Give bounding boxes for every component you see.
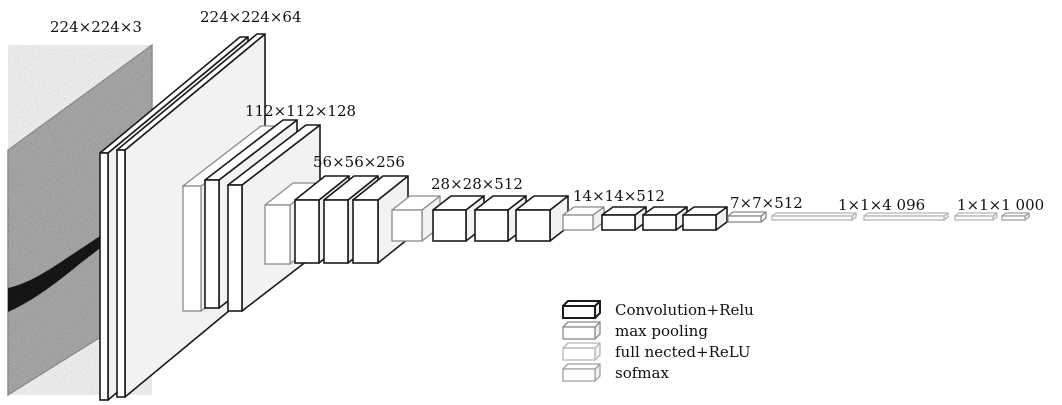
label-conv1-dim: 224×224×64 (200, 8, 301, 26)
block-conv5-b (643, 207, 687, 230)
layer-blocks (100, 34, 1029, 400)
legend-icon-fc (563, 343, 600, 360)
legend-icon-conv (563, 301, 600, 318)
label-input-dim: 224×224×3 (50, 18, 142, 36)
legend-label-pool: max pooling (615, 322, 708, 340)
label-fc-dim: 1×1×4 096 (838, 196, 925, 214)
block-softmax (1002, 213, 1029, 220)
block-fc2 (864, 213, 948, 220)
legend-label-conv: Convolution+Relu (615, 301, 754, 319)
label-conv2-dim: 112×112×128 (245, 102, 356, 120)
label-conv4-dim: 28×28×512 (431, 175, 523, 193)
block-conv5-c (683, 207, 727, 230)
legend-icon-softmax (563, 364, 600, 381)
legend: Convolution+Relu max pooling full nected… (563, 301, 754, 382)
label-softmax-dim: 1×1×1 000 (957, 196, 1044, 214)
legend-label-softmax: sofmax (615, 364, 669, 382)
block-pool5 (728, 212, 766, 222)
legend-label-fc: full nected+ReLU (615, 343, 751, 361)
label-pool5-dim: 7×7×512 (730, 194, 803, 212)
label-conv5-dim: 14×14×512 (573, 187, 665, 205)
legend-icon-pool (563, 322, 600, 339)
block-conv5-a (602, 207, 646, 230)
block-fc3 (955, 213, 997, 220)
legend-icons (563, 301, 600, 381)
label-conv3-dim: 56×56×256 (313, 153, 405, 171)
block-fc1 (772, 213, 856, 220)
block-pool4 (563, 207, 604, 230)
